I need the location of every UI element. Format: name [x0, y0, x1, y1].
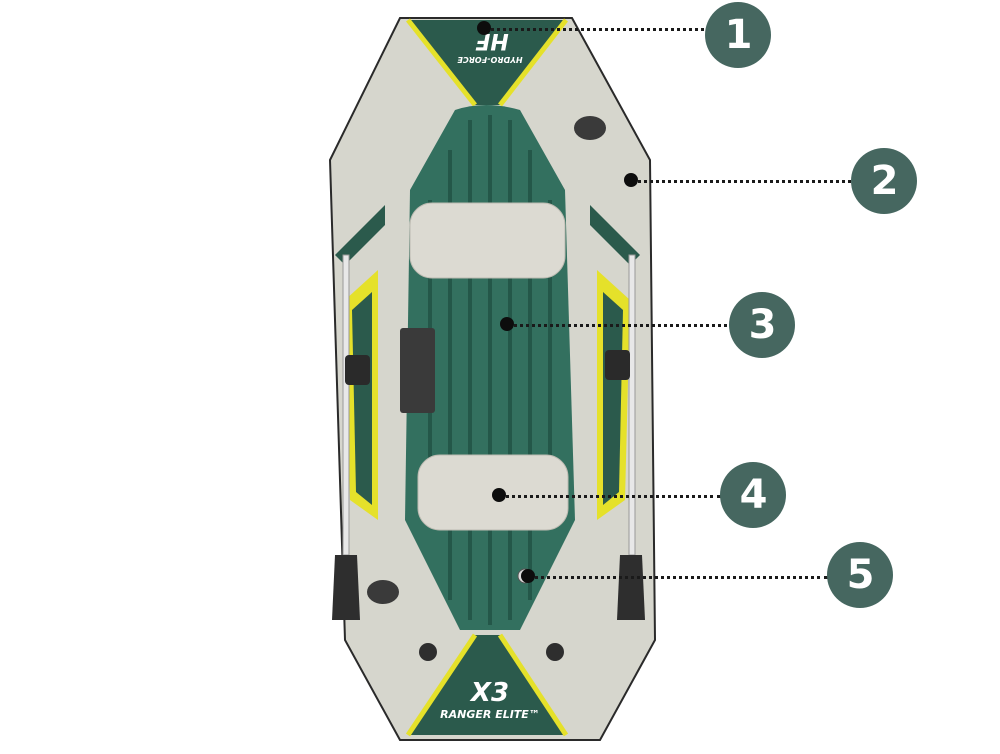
- callout-dot-5: [521, 569, 535, 583]
- bow-logo: HF: [475, 28, 509, 53]
- stern-panel: [408, 635, 566, 735]
- callout-line-1: [484, 28, 704, 31]
- stern-model: X3: [470, 678, 510, 708]
- callout-badge-3: 3: [729, 292, 795, 358]
- callout-line-3: [507, 324, 727, 327]
- callout-line-2: [631, 180, 851, 183]
- front-seat: [409, 202, 566, 279]
- stern-name: RANGER ELITE™: [440, 708, 540, 721]
- bow-subtitle: HYDRO-FORCE: [457, 55, 523, 64]
- bow-panel: [408, 20, 566, 105]
- callout-badge-2: 2: [851, 148, 917, 214]
- callout-line-4: [499, 495, 721, 498]
- callout-badge-4: 4: [720, 462, 786, 528]
- callout-dot-2: [624, 173, 638, 187]
- callout-line-5: [528, 576, 828, 579]
- callout-dot-1: [477, 21, 491, 35]
- callout-dot-3: [500, 317, 514, 331]
- storage-bag: [400, 328, 435, 413]
- callout-badge-1: 1: [705, 2, 771, 68]
- callout-badge-5: 5: [827, 542, 893, 608]
- callout-dot-4: [492, 488, 506, 502]
